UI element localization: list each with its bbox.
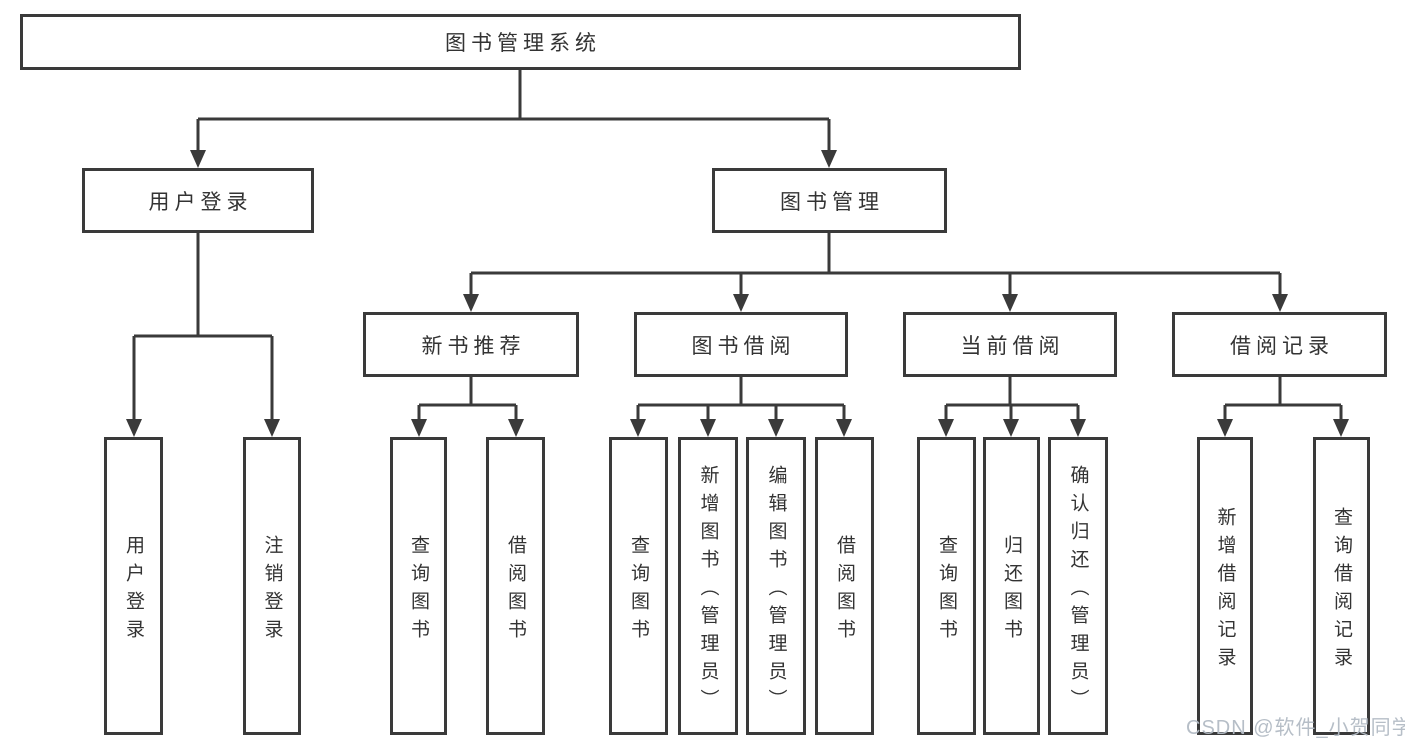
node-user-login: 用户登录 bbox=[82, 168, 314, 233]
leaf-add-borrow-record: 新增借阅记录 bbox=[1197, 437, 1253, 735]
leaf-borrow-books-recommend: 借阅图书 bbox=[486, 437, 545, 735]
leaf-add-books-admin-label: 新增图书（管理员） bbox=[697, 464, 719, 717]
leaf-logout: 注销登录 bbox=[243, 437, 301, 735]
node-borrowing-records: 借阅记录 bbox=[1172, 312, 1387, 377]
leaf-query-books-recommend: 查询图书 bbox=[390, 437, 447, 735]
leaf-logout-label: 注销登录 bbox=[261, 534, 283, 647]
leaf-borrow-books-recommend-label: 借阅图书 bbox=[505, 534, 526, 647]
leaf-add-books-admin: 新增图书（管理员） bbox=[678, 437, 738, 735]
leaf-query-books-borrow-label: 查询图书 bbox=[628, 534, 649, 647]
leaf-user-login-label: 用户登录 bbox=[123, 534, 144, 647]
node-book-management: 图书管理 bbox=[712, 168, 947, 233]
leaf-edit-books-admin-label: 编辑图书（管理员） bbox=[765, 464, 787, 717]
leaf-query-books-borrow: 查询图书 bbox=[609, 437, 668, 735]
leaf-confirm-return-admin-label: 确认归还（管理员） bbox=[1067, 464, 1089, 717]
leaf-edit-books-admin: 编辑图书（管理员） bbox=[746, 437, 806, 735]
node-book-borrowing: 图书借阅 bbox=[634, 312, 848, 377]
leaf-return-books: 归还图书 bbox=[983, 437, 1040, 735]
csdn-watermark: CSDN @软件_小贺同学 bbox=[1186, 717, 1405, 739]
leaf-return-books-label: 归还图书 bbox=[1001, 534, 1022, 647]
leaf-add-borrow-record-label: 新增借阅记录 bbox=[1214, 506, 1236, 675]
node-library-management-system: 图书管理系统 bbox=[20, 14, 1021, 70]
leaf-query-books-current-label: 查询图书 bbox=[936, 534, 957, 647]
leaf-confirm-return-admin: 确认归还（管理员） bbox=[1048, 437, 1108, 735]
leaf-query-borrow-record-label: 查询借阅记录 bbox=[1331, 506, 1352, 675]
node-new-book-recommend: 新书推荐 bbox=[363, 312, 579, 377]
leaf-user-login: 用户登录 bbox=[104, 437, 163, 735]
leaf-borrow-books-label: 借阅图书 bbox=[834, 534, 855, 647]
leaf-query-borrow-record: 查询借阅记录 bbox=[1313, 437, 1370, 735]
leaf-query-books-recommend-label: 查询图书 bbox=[408, 534, 429, 647]
leaf-borrow-books: 借阅图书 bbox=[815, 437, 874, 735]
leaf-query-books-current: 查询图书 bbox=[917, 437, 976, 735]
node-current-borrowing: 当前借阅 bbox=[903, 312, 1117, 377]
